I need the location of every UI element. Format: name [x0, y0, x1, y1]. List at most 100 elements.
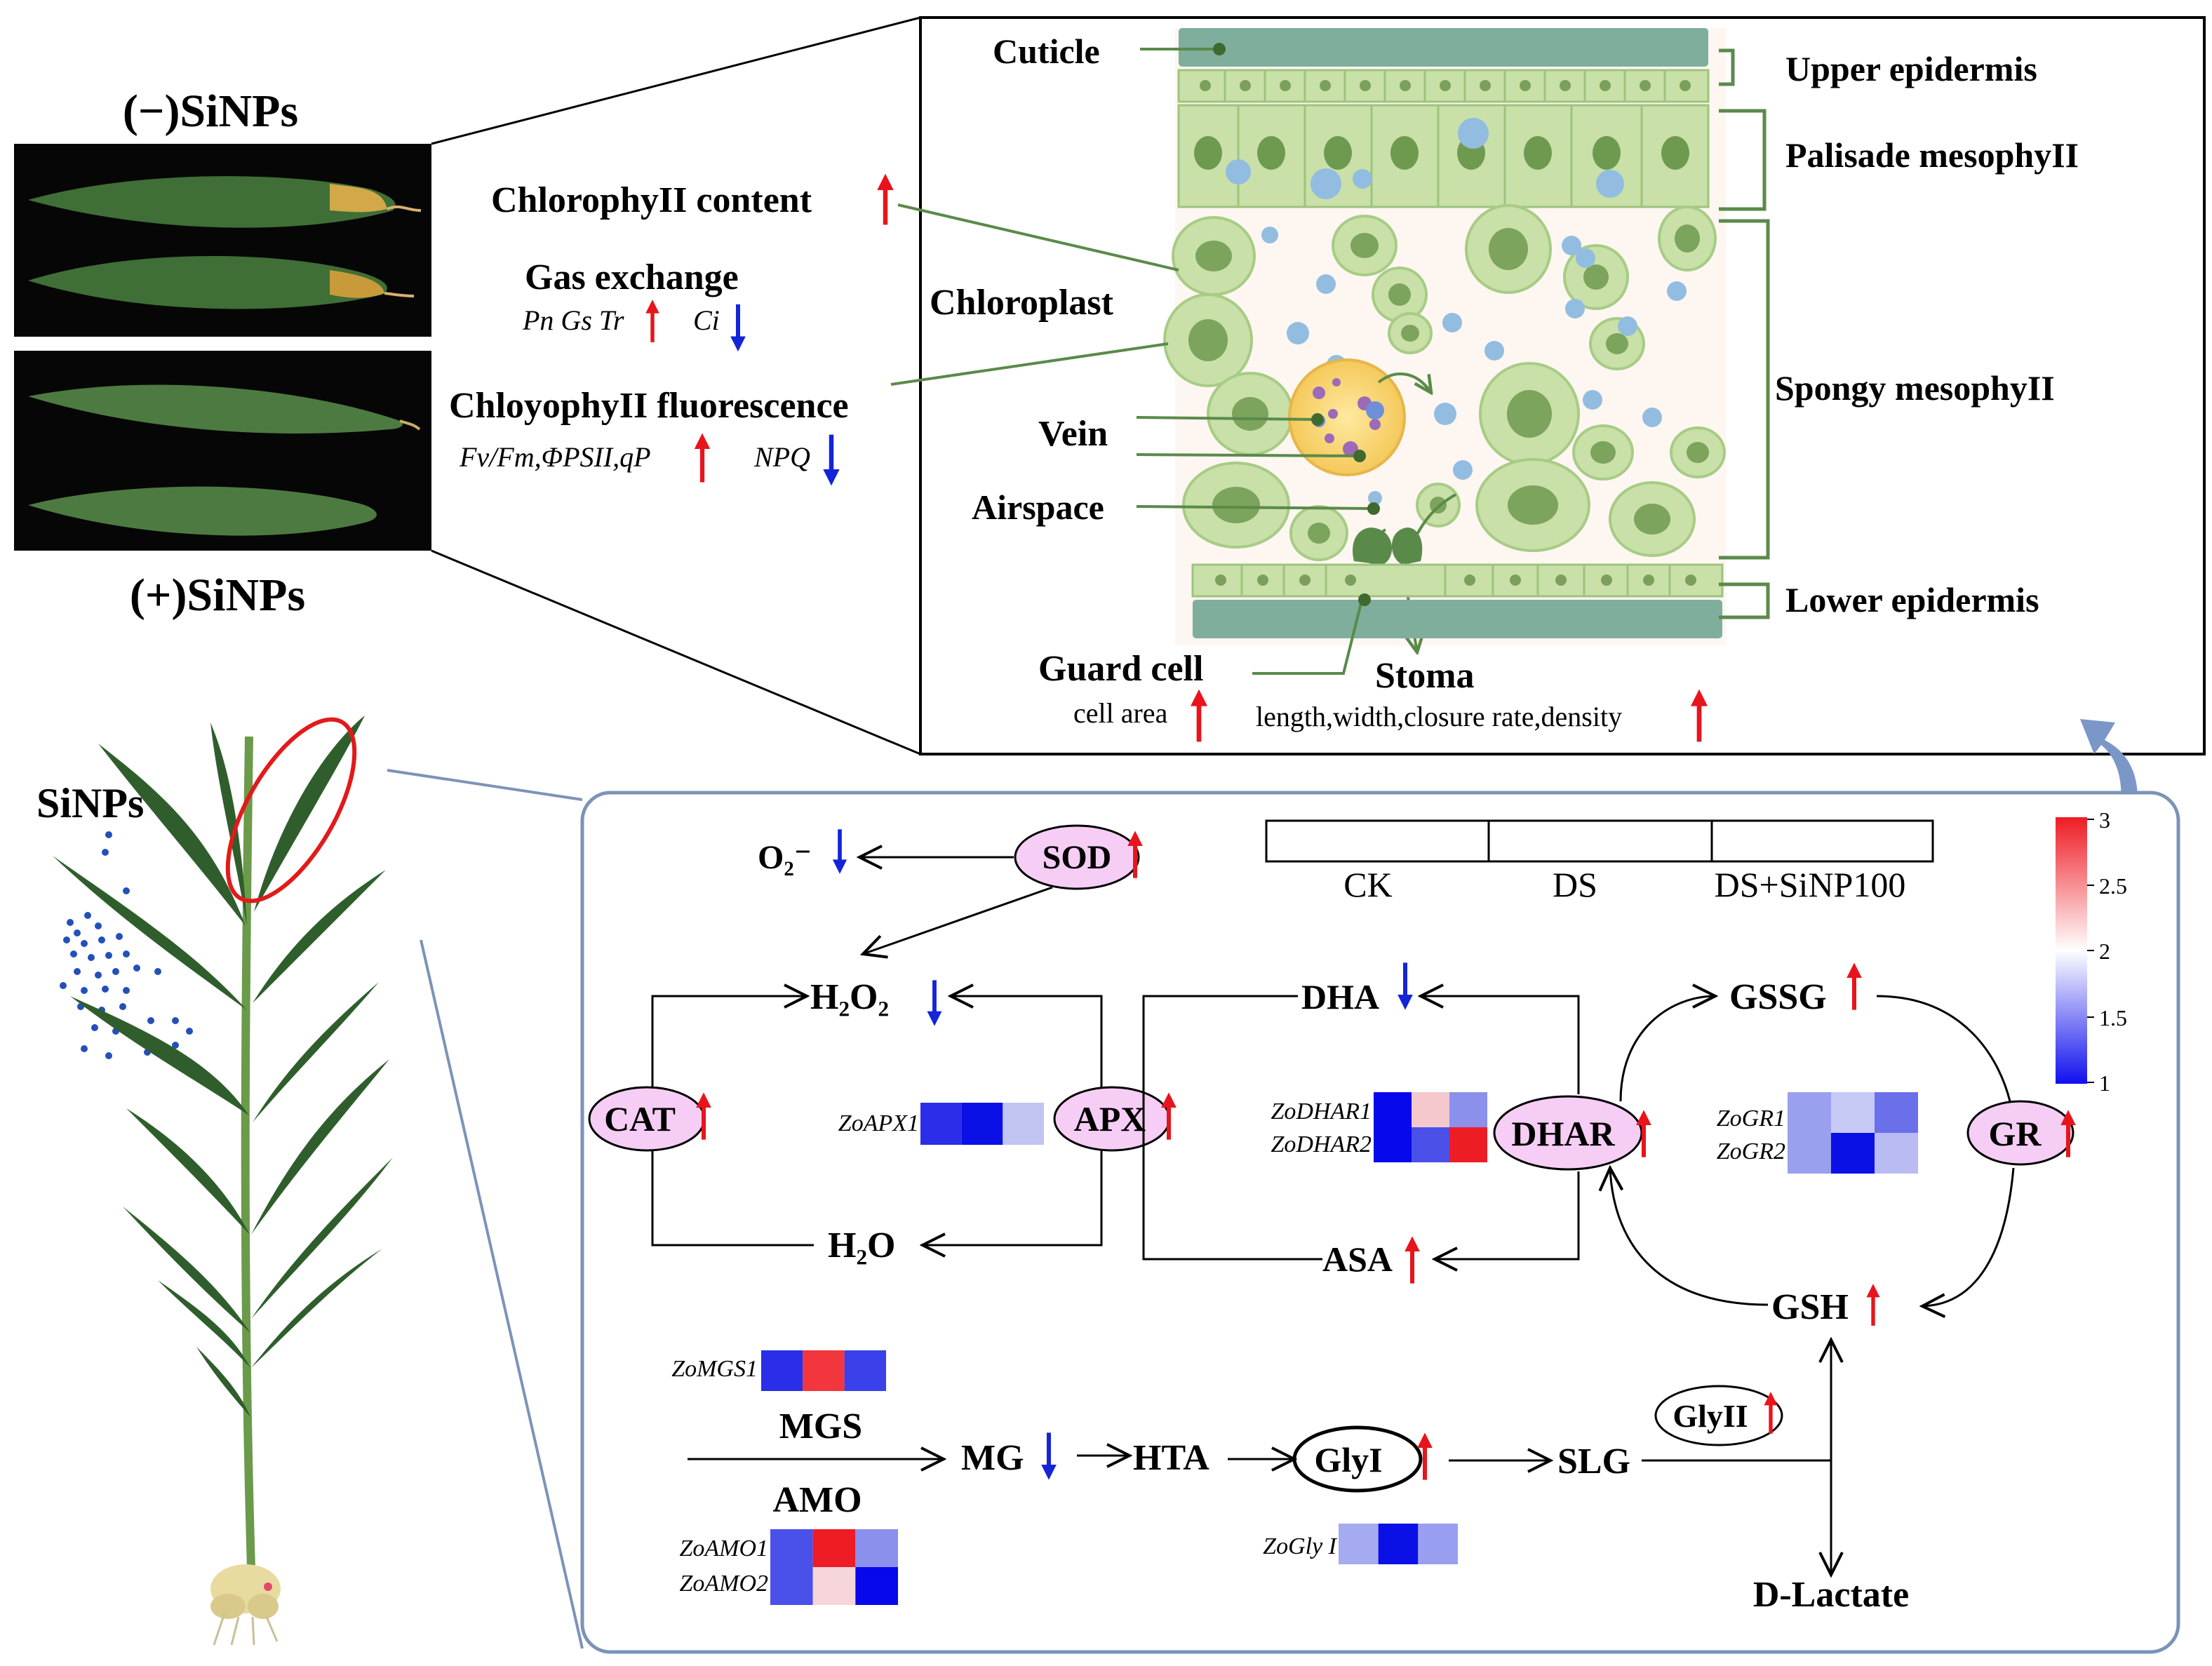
- scale-tick-2: 2: [2099, 939, 2110, 964]
- airspace-label: Airspace: [972, 488, 1104, 527]
- zogr2-label: ZoGR2: [1717, 1138, 1785, 1164]
- chloroplast-label: Chloroplast: [930, 283, 1114, 323]
- enzyme-ellipses: [588, 824, 2074, 1493]
- glyii-ellipse: [1654, 1385, 1783, 1446]
- upper-epidermis-label: Upper epidermis: [1785, 49, 2037, 88]
- gas-exchange-label: Gas exchange: [525, 257, 739, 297]
- heatmap-cell: [1831, 1092, 1875, 1133]
- zogly1-label: ZoGly I: [1263, 1533, 1338, 1559]
- zoom-line-bottom: [431, 549, 921, 755]
- dha-node: DHA: [1301, 977, 1379, 1016]
- up-arrow-icon: [695, 434, 711, 483]
- leaf-plus-1: [28, 384, 403, 434]
- fluorescence-up-params: Fv/Fm,ΦPSII,qP: [459, 441, 651, 473]
- pathway-nodes: O₂⁻ SOD H₂O₂ CAT APX H₂O DHA DHAR ASA GS…: [604, 839, 2042, 1615]
- heatmap-zogly1: [1339, 1524, 1458, 1564]
- heatmap-cell: [1788, 1092, 1831, 1133]
- leaf-minus-1: [28, 176, 396, 228]
- heatmap-cell: [1003, 1103, 1044, 1145]
- heatmap-cell: [1418, 1524, 1458, 1564]
- h2o2-node: H₂O₂: [810, 977, 889, 1017]
- highlight-leaf-circle: [225, 717, 357, 903]
- down-arrow-icon: [823, 435, 839, 486]
- scale-tick-1-5: 1.5: [2099, 1005, 2127, 1030]
- spongy-label: Spongy mesophyII: [1775, 368, 2055, 408]
- gr-ellipse: [1966, 1100, 2074, 1166]
- leaf-cross-section-panel: Upper epidermis Palisade mesophyII Spong…: [890, 16, 2206, 755]
- plant-stem: [241, 736, 255, 1568]
- heatmap-cell: [1449, 1092, 1487, 1127]
- mg-node: MG: [961, 1438, 1024, 1478]
- fluorescence-label: ChloyophyII fluorescence: [449, 386, 849, 426]
- zomgs1-label: ZoMGS1: [671, 1356, 758, 1382]
- zoom-line-plant-bottom: [420, 939, 584, 1649]
- asa-node: ASA: [1322, 1240, 1393, 1279]
- legend-ck: CK: [1343, 865, 1392, 904]
- gas-exchange-down-params: Ci: [693, 304, 720, 336]
- heatmap-cell: [812, 1529, 856, 1567]
- zodhar1-label: ZoDHAR1: [1271, 1099, 1372, 1124]
- heatmap-cell: [855, 1567, 898, 1605]
- heatmap-cell: [803, 1350, 845, 1391]
- heatmap-cell: [961, 1103, 1003, 1145]
- legend-ds-sinp100: DS+SiNP100: [1715, 865, 1906, 904]
- stoma-sub-label: length,width,closure rate,density: [1256, 701, 1622, 732]
- zogr1-label: ZoGR1: [1717, 1106, 1785, 1131]
- leaf-plus-2: [28, 486, 377, 536]
- layer-brackets: [1719, 48, 1770, 619]
- palisade-cells: [1177, 104, 1710, 208]
- chlorophyll-content-label: ChlorophyII content: [491, 180, 812, 220]
- stoma-label: Stoma: [1375, 656, 1475, 696]
- palisade-label: Palisade mesophyII: [1785, 135, 2079, 175]
- gssg-node: GSSG: [1729, 977, 1827, 1017]
- glyii-node: GlyII: [1673, 1398, 1748, 1434]
- apx-node: APX: [1074, 1099, 1146, 1138]
- fluorescence-pointer: [890, 342, 1169, 386]
- heatmap-cell: [1374, 1092, 1412, 1127]
- plant-leaves: [53, 716, 393, 1417]
- leaf-minus-2: [28, 256, 387, 309]
- stoma-guard-cells: [1353, 493, 1456, 652]
- heatmap-cell: [1875, 1133, 1918, 1174]
- heatmap-cell: [855, 1529, 898, 1567]
- heatmap-cell: [844, 1350, 886, 1391]
- heatmap-cell: [1412, 1092, 1449, 1127]
- gene-labels: ZoAPX1 ZoDHAR1 ZoDHAR2 ZoGR1 ZoGR2 ZoMGS…: [671, 1099, 1785, 1597]
- heatmap-cell: [761, 1350, 803, 1391]
- zoamo1-label: ZoAMO1: [679, 1536, 768, 1561]
- dhar-node: DHAR: [1511, 1114, 1615, 1153]
- heatmap-cell: [812, 1567, 856, 1605]
- heatmap-cell: [1378, 1524, 1419, 1564]
- upper-epidermis-cells: [1177, 69, 1710, 103]
- chlorophyll-pointer: [897, 203, 1179, 271]
- condition-legend-box: [1265, 819, 1934, 863]
- zoom-line-plant-top: [387, 769, 583, 801]
- heatmap-cell: [1412, 1127, 1449, 1162]
- scale-tick-3: 3: [2099, 807, 2110, 833]
- heatmap-zoamo: [770, 1529, 898, 1605]
- cuticle-label: Cuticle: [993, 32, 1100, 71]
- sod-ellipse: [1014, 824, 1140, 890]
- color-scale-bar: [2056, 817, 2087, 1084]
- heatmap-zodhar: [1374, 1092, 1487, 1162]
- pathway-connectors: [651, 857, 2015, 1575]
- up-arrow-icon: [877, 174, 893, 225]
- heatmap-zoapx1: [920, 1103, 1044, 1145]
- glyi-node: GlyI: [1314, 1440, 1382, 1479]
- guard-cell-sub-label: cell area: [1073, 697, 1168, 729]
- vein-label: Vein: [1038, 414, 1108, 454]
- gas-exchange-up-params: Pn Gs Tr: [522, 304, 624, 336]
- minus-sinps-label: (−)SiNPs: [123, 86, 298, 137]
- slg-node: SLG: [1557, 1442, 1630, 1482]
- heatmap-cell: [1339, 1524, 1379, 1564]
- leaf-traits: ChlorophyII content Gas exchange Pn Gs T…: [449, 174, 894, 486]
- lower-epidermis-cells: [1191, 563, 1724, 638]
- zoamo2-label: ZoAMO2: [679, 1571, 768, 1597]
- heatmap-zogr: [1788, 1092, 1918, 1174]
- lower-epidermis-label: Lower epidermis: [1785, 580, 2039, 619]
- guard-cell-label: Guard cell: [1038, 649, 1203, 689]
- hta-node: HTA: [1133, 1438, 1209, 1478]
- h2o-node: H₂O: [828, 1225, 895, 1265]
- amo-node: AMO: [772, 1480, 862, 1520]
